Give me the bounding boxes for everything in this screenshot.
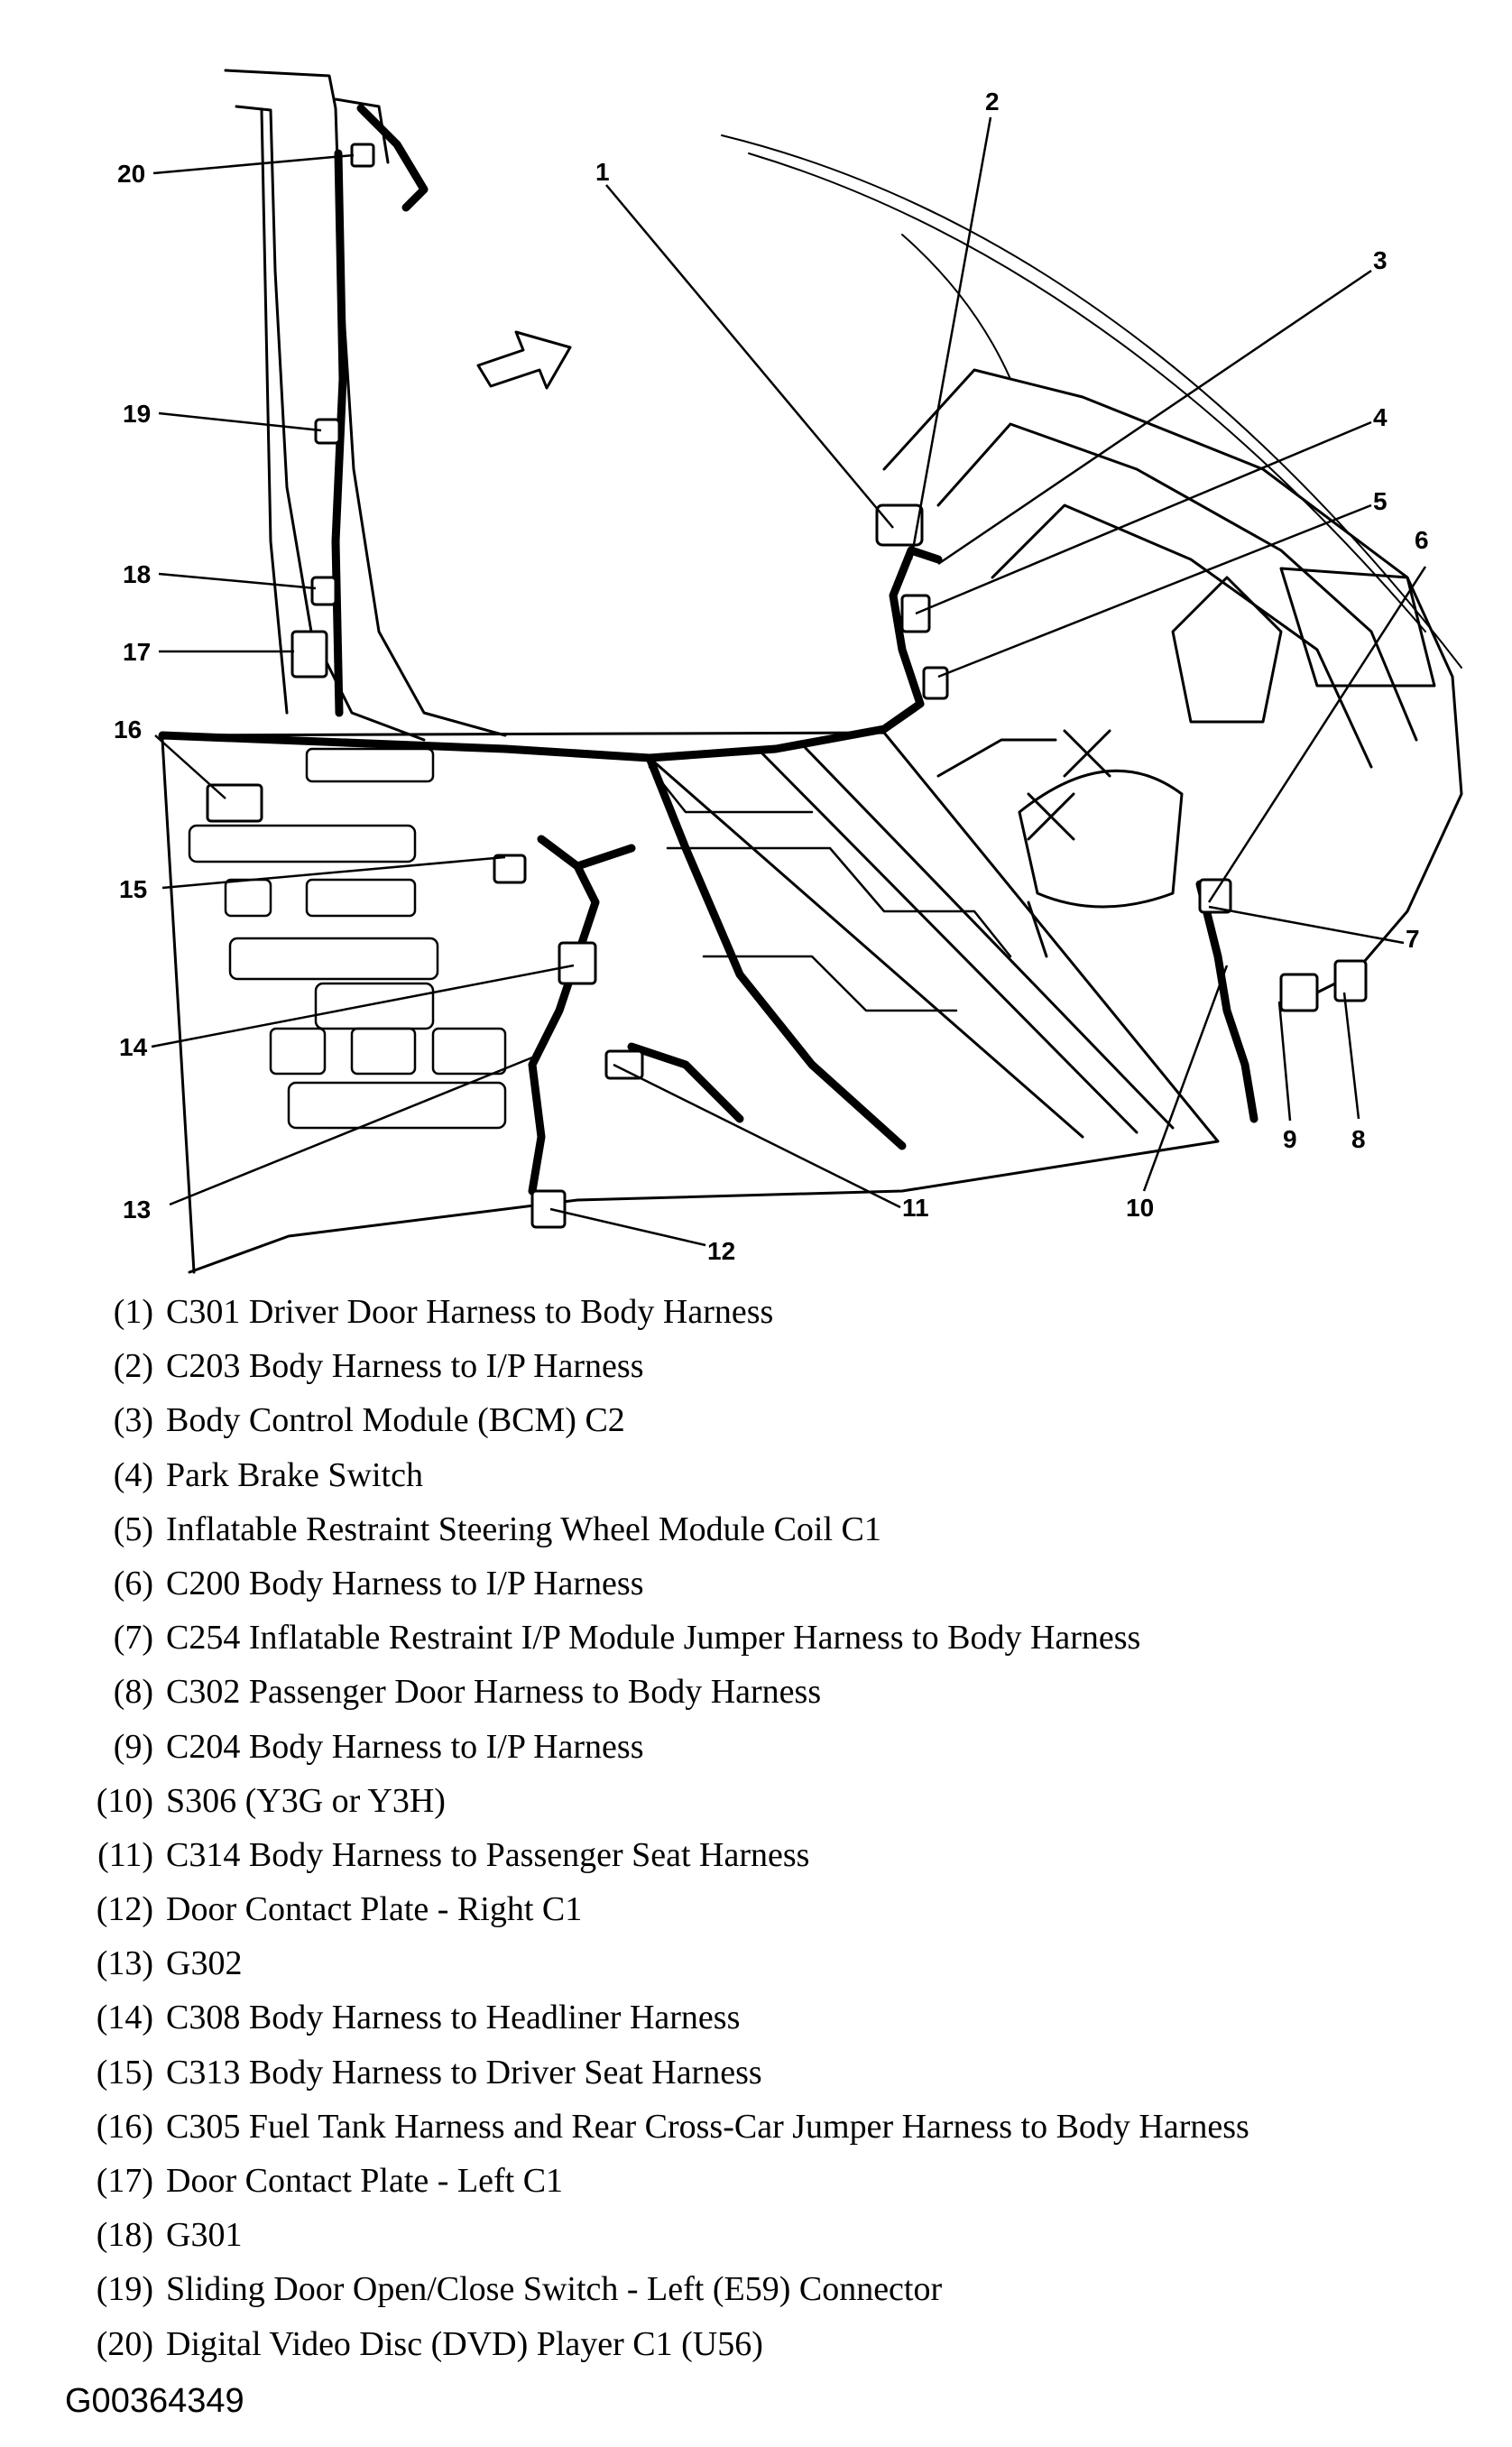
legend-number: (7) xyxy=(113,1619,153,1657)
legend-number: (3) xyxy=(113,1401,153,1440)
legend-item: (1) C301 Driver Door Harness to Body Harn… xyxy=(79,1292,1487,1346)
legend-item: (10) S306 (Y3G or Y3H) xyxy=(79,1781,1487,1835)
legend-item: (20) Digital Video Disc (DVD) Player C1 (… xyxy=(79,2324,1487,2378)
callout-10: 10 xyxy=(1126,1194,1154,1222)
callout-16: 16 xyxy=(114,716,142,743)
legend-number: (8) xyxy=(113,1673,153,1712)
legend-label: C308 Body Harness to Headliner Harness xyxy=(166,1999,741,2037)
callout-6: 6 xyxy=(1415,526,1429,554)
legend-number: (13) xyxy=(96,1944,153,1983)
legend-number: (9) xyxy=(113,1727,153,1766)
legend-number: (18) xyxy=(96,2216,153,2255)
callout-1: 1 xyxy=(595,158,610,186)
legend-item: (12) Door Contact Plate - Right C1 xyxy=(79,1889,1487,1944)
legend-label: C314 Body Harness to Passenger Seat Harn… xyxy=(166,1835,810,1874)
legend-number: (10) xyxy=(96,1781,153,1820)
legend-number: (4) xyxy=(113,1455,153,1494)
floor-stampings xyxy=(188,747,1012,1130)
dashboard xyxy=(882,368,1463,1012)
callout-11: 11 xyxy=(902,1194,929,1222)
legend-label: C302 Passenger Door Harness to Body Harn… xyxy=(166,1673,822,1712)
leader-lines xyxy=(151,116,1427,1247)
callout-17: 17 xyxy=(123,638,151,666)
legend-label: G302 xyxy=(166,1944,243,1983)
legend-label: Inflatable Restraint Steering Wheel Modu… xyxy=(166,1510,881,1548)
connectors xyxy=(206,143,1368,1229)
legend-item: (17) Door Contact Plate - Left C1 xyxy=(79,2161,1487,2215)
callout-7: 7 xyxy=(1406,925,1420,953)
diagram-drawing: 1 2 3 4 5 6 7 8 9 10 11 12 13 14 15 16 1… xyxy=(114,69,1463,1274)
callout-15: 15 xyxy=(119,875,147,903)
callout-2: 2 xyxy=(985,88,1000,115)
legend-item: (6) C200 Body Harness to I/P Harness xyxy=(79,1564,1487,1618)
legend-item: (16) C305 Fuel Tank Harness and Rear Cros… xyxy=(79,2107,1487,2161)
floor-pan xyxy=(161,731,1220,1274)
callout-18: 18 xyxy=(123,560,151,588)
callout-20: 20 xyxy=(117,160,145,188)
legend-number: (2) xyxy=(113,1347,153,1386)
legend-label: C305 Fuel Tank Harness and Rear Cross-Ca… xyxy=(166,2107,1249,2146)
front-direction-arrow xyxy=(476,330,572,390)
legend-label: Body Control Module (BCM) C2 xyxy=(166,1401,625,1440)
legend-label: C301 Driver Door Harness to Body Harness xyxy=(166,1293,774,1331)
legend-item: (4) Park Brake Switch xyxy=(79,1455,1487,1510)
legend-label: C204 Body Harness to I/P Harness xyxy=(166,1727,644,1766)
callout-3: 3 xyxy=(1373,246,1388,274)
legend-item: (8) C302 Passenger Door Harness to Body H… xyxy=(79,1672,1487,1726)
callout-12: 12 xyxy=(707,1237,735,1265)
harness-diagram: 1 2 3 4 5 6 7 8 9 10 11 12 13 14 15 16 1… xyxy=(114,69,1463,1274)
legend-item: (14) C308 Body Harness to Headliner Harne… xyxy=(79,1998,1487,2052)
legend-label: Door Contact Plate - Left C1 xyxy=(166,2162,564,2200)
legend-item: (5) Inflatable Restraint Steering Wheel M… xyxy=(79,1510,1487,1564)
legend-number: (12) xyxy=(96,1890,153,1929)
legend-item: (15) C313 Body Harness to Driver Seat Har… xyxy=(79,2053,1487,2107)
legend-item: (19) Sliding Door Open/Close Switch - Lef… xyxy=(79,2269,1487,2323)
legend-number: (16) xyxy=(96,2107,153,2146)
callout-4: 4 xyxy=(1373,403,1388,431)
legend-item: (7) C254 Inflatable Restraint I/P Module … xyxy=(79,1618,1487,1672)
pillar xyxy=(224,69,507,742)
body-harness xyxy=(158,104,1258,1196)
callout-numbers: 1 2 3 4 5 6 7 8 9 10 11 12 13 14 15 16 1… xyxy=(114,88,1429,1265)
legend-number: (5) xyxy=(113,1510,153,1548)
windshield xyxy=(721,134,1462,669)
callout-14: 14 xyxy=(119,1033,148,1061)
legend-number: (20) xyxy=(96,2324,153,2363)
callout-13: 13 xyxy=(123,1196,151,1224)
figure-id: G00364349 xyxy=(65,2382,244,2420)
legend-number: (1) xyxy=(113,1293,153,1331)
legend-item: (11) C314 Body Harness to Passenger Seat … xyxy=(79,1835,1487,1889)
legend-label: C203 Body Harness to I/P Harness xyxy=(166,1347,644,1386)
legend-number: (6) xyxy=(113,1564,153,1602)
legend: (1) C301 Driver Door Harness to Body Harn… xyxy=(79,1292,1487,2378)
legend-item: (2) C203 Body Harness to I/P Harness xyxy=(79,1346,1487,1400)
legend-item: (13) G302 xyxy=(79,1944,1487,1998)
legend-number: (11) xyxy=(97,1835,153,1874)
legend-number: (17) xyxy=(96,2162,153,2200)
legend-label: G301 xyxy=(166,2216,243,2255)
legend-label: C254 Inflatable Restraint I/P Module Jum… xyxy=(166,1619,1141,1657)
legend-item: (9) C204 Body Harness to I/P Harness xyxy=(79,1727,1487,1781)
callout-8: 8 xyxy=(1351,1125,1366,1153)
legend-label: C200 Body Harness to I/P Harness xyxy=(166,1564,644,1602)
callout-19: 19 xyxy=(123,400,151,428)
legend-label: S306 (Y3G or Y3H) xyxy=(166,1781,446,1820)
legend-item: (18) G301 xyxy=(79,2215,1487,2269)
legend-label: Park Brake Switch xyxy=(166,1455,423,1494)
legend-label: Digital Video Disc (DVD) Player C1 (U56) xyxy=(166,2324,763,2363)
callout-5: 5 xyxy=(1373,487,1388,515)
legend-item: (3) Body Control Module (BCM) C2 xyxy=(79,1400,1487,1454)
legend-label: C313 Body Harness to Driver Seat Harness xyxy=(166,2053,762,2091)
legend-label: Sliding Door Open/Close Switch - Left (E… xyxy=(166,2270,943,2309)
legend-number: (19) xyxy=(96,2270,153,2309)
legend-number: (15) xyxy=(96,2053,153,2091)
callout-9: 9 xyxy=(1283,1125,1297,1153)
legend-label: Door Contact Plate - Right C1 xyxy=(166,1890,583,1929)
legend-number: (14) xyxy=(96,1999,153,2037)
